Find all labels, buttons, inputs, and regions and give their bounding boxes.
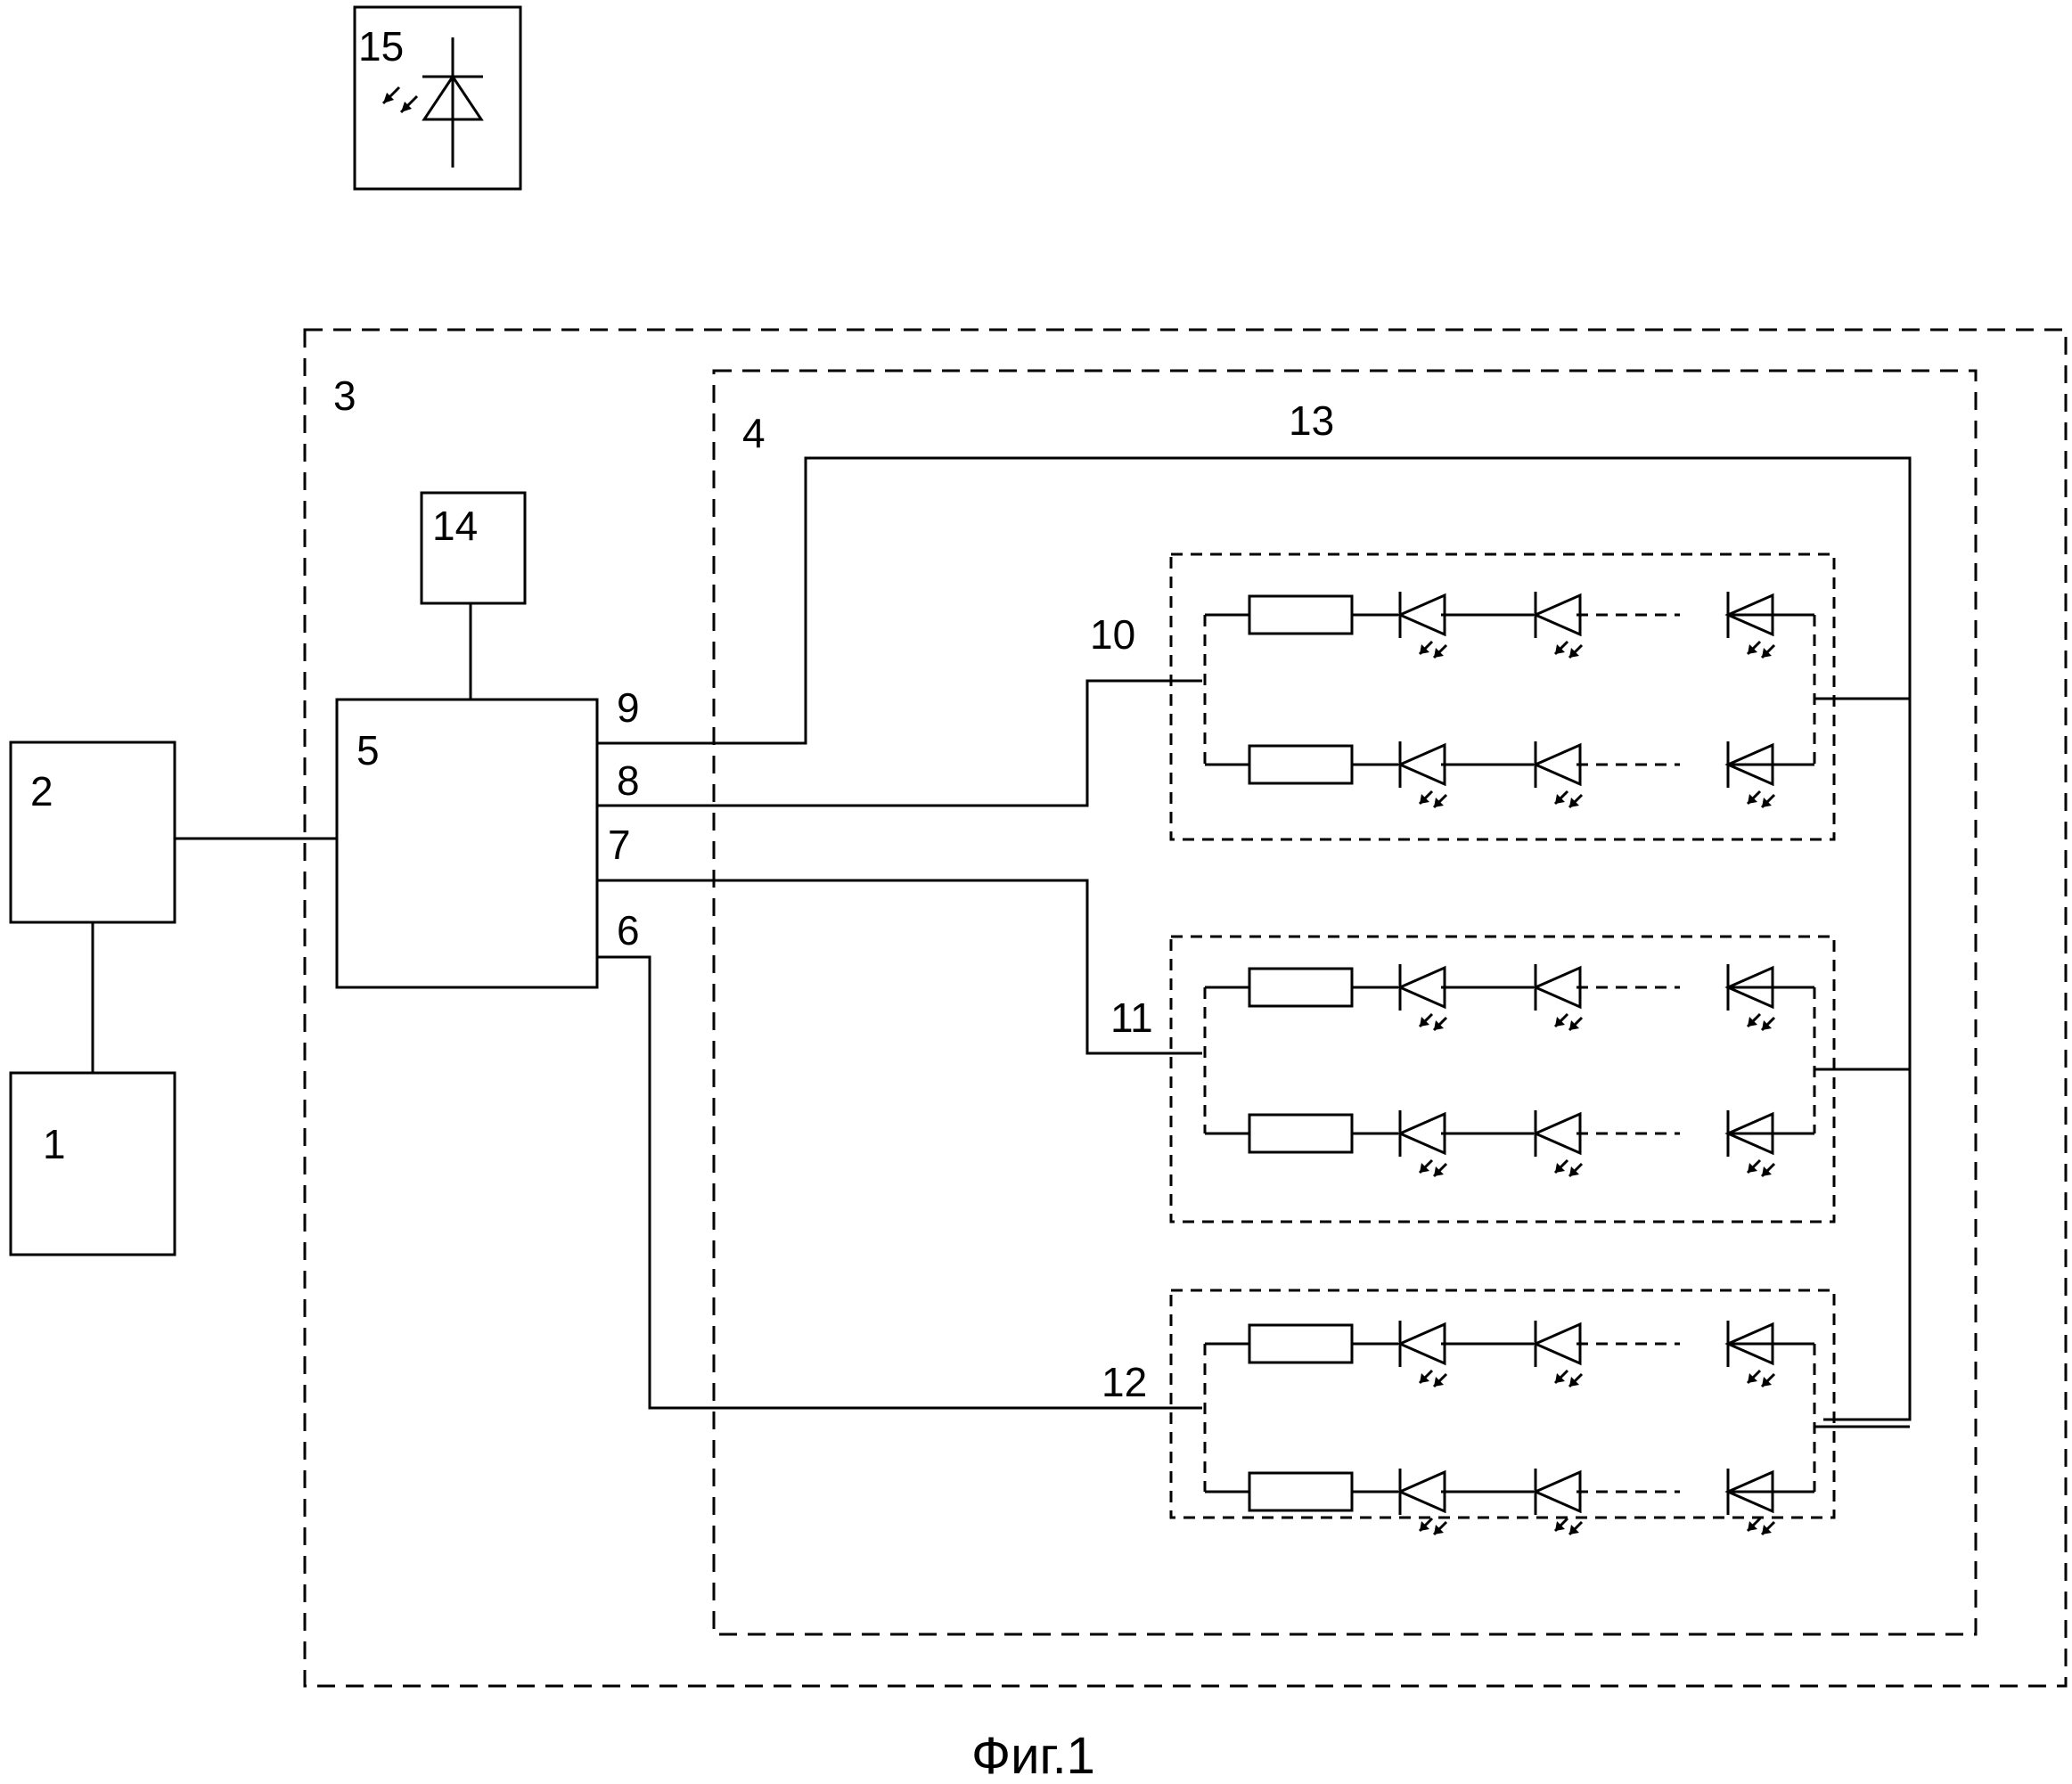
figure-caption: Фиг.1 <box>971 1727 1095 1780</box>
label-13: 13 <box>1289 397 1334 444</box>
led-icon <box>1728 592 1774 658</box>
label-12: 12 <box>1102 1359 1147 1405</box>
label-6: 6 <box>617 907 640 953</box>
led-group-10 <box>1171 554 1910 839</box>
led-groups <box>1171 554 1910 1534</box>
resistor-icon <box>1249 1115 1352 1152</box>
led-icon <box>1400 964 1446 1030</box>
led-icon <box>1728 1110 1774 1176</box>
led-group-12 <box>1171 1290 1910 1534</box>
led-icon <box>1400 1110 1446 1176</box>
led-icon <box>1400 741 1446 807</box>
led-icon <box>1536 1110 1582 1176</box>
label-2: 2 <box>30 768 53 814</box>
led-icon <box>1400 1469 1446 1534</box>
resistor-icon <box>1249 746 1352 783</box>
label-9: 9 <box>617 684 640 731</box>
resistor-icon <box>1249 1473 1352 1510</box>
label-11: 11 <box>1110 994 1153 1041</box>
led-icon <box>1536 1321 1582 1387</box>
label-10: 10 <box>1090 611 1135 658</box>
label-8: 8 <box>617 757 640 804</box>
label-15: 15 <box>358 23 404 70</box>
label-7: 7 <box>608 822 631 868</box>
led-group-11 <box>1171 937 1910 1222</box>
label-14: 14 <box>432 503 478 549</box>
led-icon <box>1536 592 1582 658</box>
led-icon <box>1536 741 1582 807</box>
label-3: 3 <box>333 372 356 419</box>
enclosure-3 <box>305 330 2066 1686</box>
led-icon <box>1728 1469 1774 1534</box>
resistor-icon <box>1249 969 1352 1006</box>
led-icon <box>1400 1321 1446 1387</box>
label-5: 5 <box>356 727 380 773</box>
led-icon <box>1728 964 1774 1030</box>
led-icon <box>1728 1321 1774 1387</box>
led-icon <box>1536 1469 1582 1534</box>
label-1: 1 <box>43 1121 66 1167</box>
led-icon <box>1400 592 1446 658</box>
block-1 <box>11 1073 175 1255</box>
label-4: 4 <box>742 410 766 456</box>
led-icon <box>1536 964 1582 1030</box>
block-15-legend: 15 <box>355 7 520 189</box>
resistor-icon <box>1249 1325 1352 1363</box>
led-icon <box>1728 741 1774 807</box>
resistor-icon <box>1249 596 1352 634</box>
